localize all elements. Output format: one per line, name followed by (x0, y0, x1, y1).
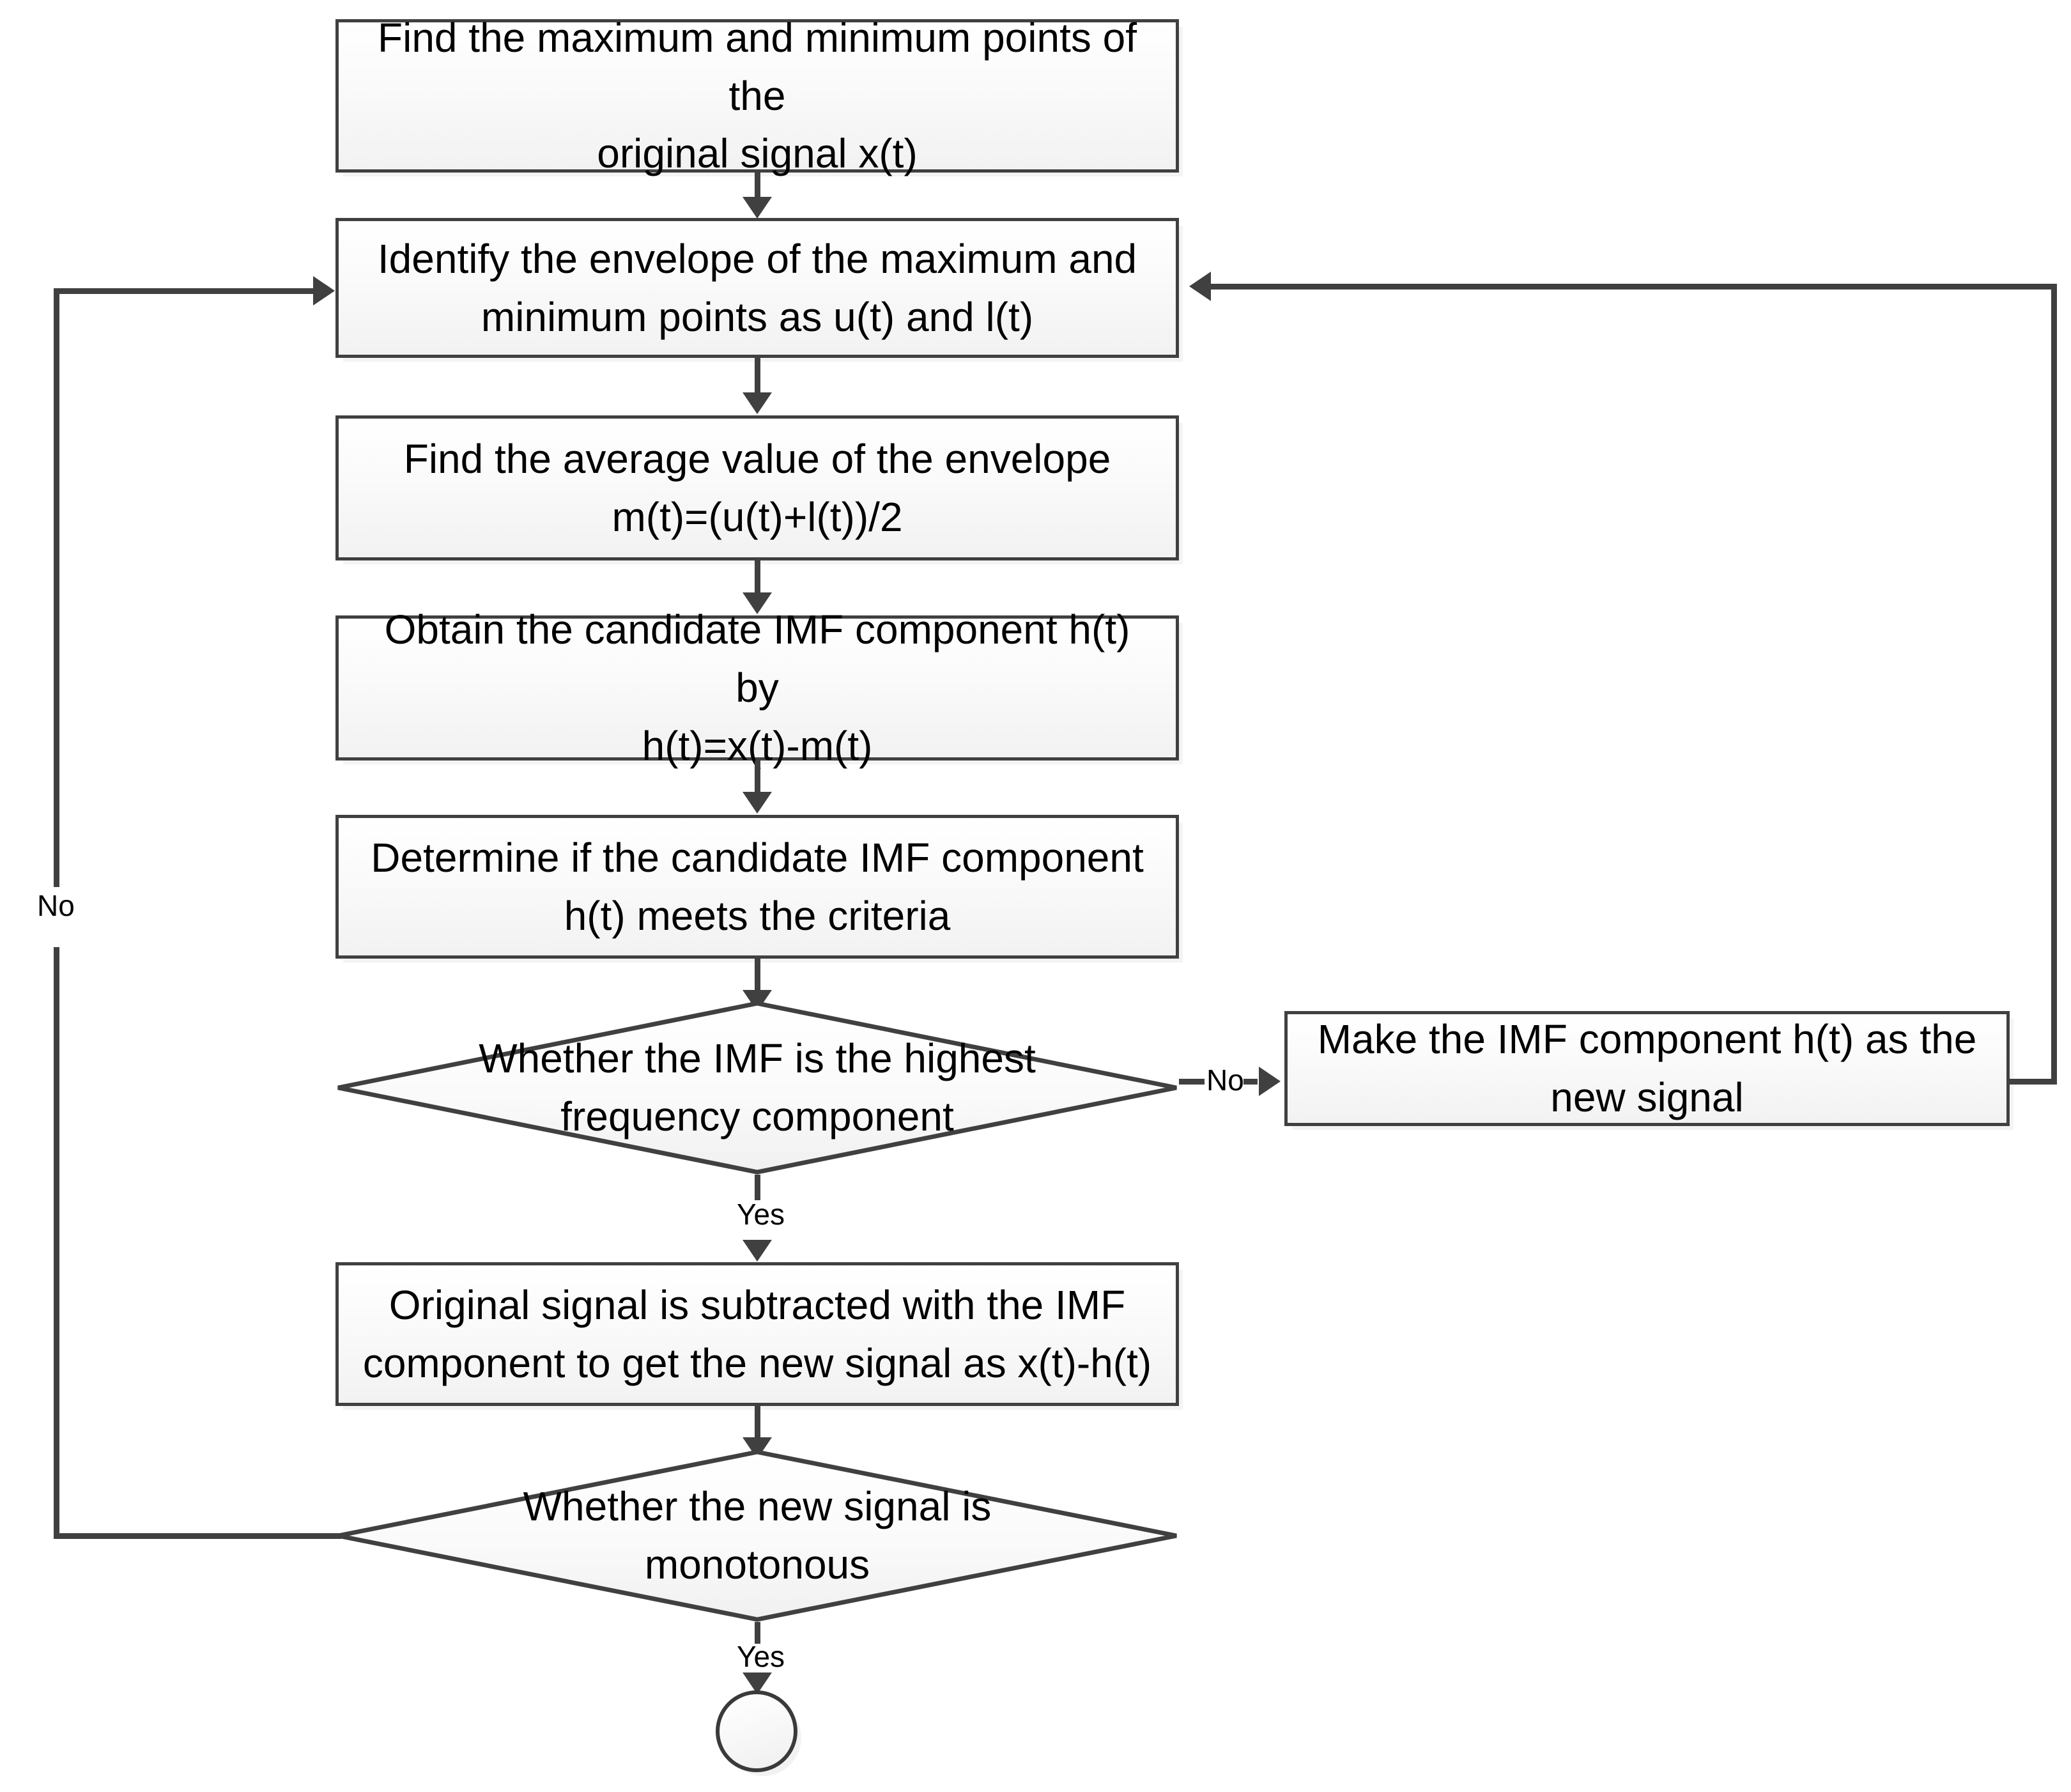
arrowhead-loop-right (1189, 272, 1211, 301)
arrowhead-d1-no (1259, 1067, 1281, 1096)
node-subtract-imf-label: Original signal is subtracted with the I… (362, 1281, 1152, 1386)
connector-loop-left-top (54, 288, 317, 294)
arrowhead-n2-n3 (743, 392, 772, 414)
diamond-shape-monotonous (337, 1449, 1177, 1622)
connector-d1-yes (755, 1175, 760, 1200)
node-make-new-signal: Make the IMF component h(t) as the new s… (1284, 1011, 2010, 1126)
node-identify-envelope: Identify the envelope of the maximum and… (335, 218, 1179, 358)
connector-n3-n4 (755, 560, 760, 594)
connector-d1-no (1179, 1079, 1205, 1085)
connector-loop-left-vertical-lower (54, 947, 59, 1536)
node-identify-envelope-label: Identify the envelope of the maximum and… (377, 235, 1137, 340)
connector-loop-left-vertical-upper (54, 288, 59, 887)
edge-label-d2-no: No (37, 889, 75, 922)
decision-monotonous: Whether the new signal is monotonous (335, 1449, 1179, 1622)
connector-loop-right-vertical (2051, 284, 2057, 1083)
node-envelope-average: Find the average value of the envelope m… (335, 415, 1179, 560)
node-make-new-signal-label: Make the IMF component h(t) as the new s… (1317, 1016, 1977, 1120)
node-find-extrema-label: Find the maximum and minimum points of t… (378, 14, 1137, 177)
connector-loop-left-bottom (54, 1533, 341, 1539)
node-criteria-check-label: Determine if the candidate IMF component… (371, 834, 1144, 939)
arrowhead-n4-n5 (743, 792, 772, 814)
connector-loop-right-top (1211, 284, 2054, 290)
connector-n7-d2 (755, 1406, 760, 1439)
connector-loop-right-bottom (2010, 1079, 2057, 1085)
node-candidate-imf-label: Obtain the candidate IMF component h(t) … (384, 606, 1130, 769)
node-criteria-check: Determine if the candidate IMF component… (335, 815, 1179, 959)
decision-highest-frequency-label: Whether the IMF is the highest frequency… (479, 1035, 1036, 1139)
arrowhead-loop-left (313, 276, 335, 305)
decision-highest-frequency: Whether the IMF is the highest frequency… (335, 1001, 1179, 1175)
connector-d1-no-tail (1243, 1079, 1258, 1085)
node-envelope-average-label: Find the average value of the envelope m… (403, 435, 1111, 540)
node-end-terminal (716, 1690, 797, 1772)
edge-label-d2-yes: Yes (737, 1640, 785, 1673)
arrowhead-n3-n4 (743, 592, 772, 614)
edge-label-d1-yes: Yes (737, 1198, 785, 1231)
connector-n5-d1 (755, 959, 760, 992)
connector-n2-n3 (755, 358, 760, 394)
decision-monotonous-label: Whether the new signal is monotonous (523, 1483, 992, 1587)
connector-n4-n5 (755, 761, 760, 794)
node-subtract-imf: Original signal is subtracted with the I… (335, 1262, 1179, 1406)
arrowhead-n1-n2 (743, 197, 772, 219)
edge-label-d1-no: No (1206, 1063, 1244, 1097)
diamond-shape-highest-frequency (337, 1001, 1177, 1175)
arrowhead-d1-yes (743, 1240, 772, 1262)
node-candidate-imf: Obtain the candidate IMF component h(t) … (335, 606, 1179, 769)
connector-d2-yes (755, 1622, 760, 1644)
node-find-extrema: Find the maximum and minimum points of t… (335, 15, 1179, 176)
connector-n1-n2 (755, 173, 760, 201)
